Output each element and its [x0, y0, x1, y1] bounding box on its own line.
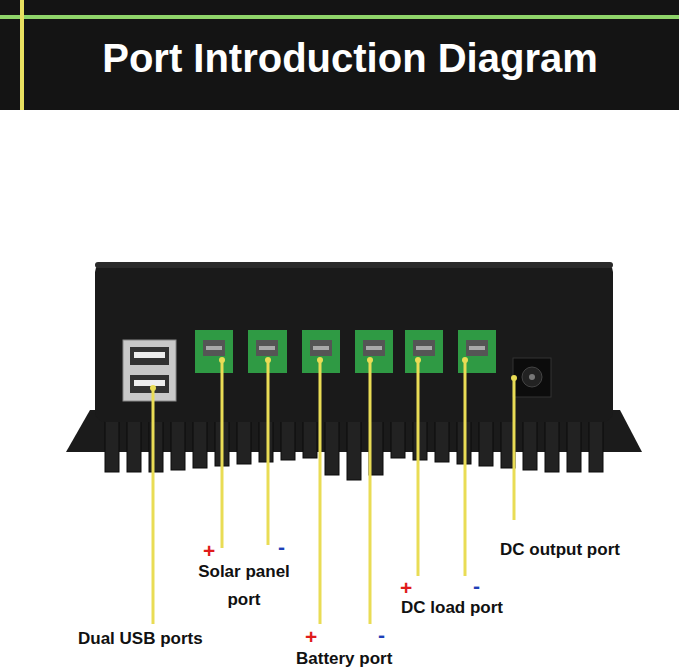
heatsink-fins	[105, 420, 603, 480]
polarity-sign: +	[400, 577, 412, 599]
port-label: DC output port	[500, 539, 620, 561]
usb-housing	[123, 340, 176, 401]
usb-slot	[130, 347, 169, 365]
banner-accent	[20, 0, 24, 110]
terminal-blocks	[195, 330, 496, 373]
polarity-sign: +	[305, 626, 317, 648]
polarity-sign: -	[278, 536, 285, 558]
polarity-sign: +	[203, 540, 215, 562]
banner-stripe	[0, 15, 679, 19]
dc-jack-pin	[529, 374, 535, 380]
usb-tongue	[134, 380, 165, 386]
usb-tongue	[134, 352, 165, 358]
polarity-sign: -	[378, 624, 385, 646]
controller-body	[95, 262, 613, 422]
leader-lines	[150, 357, 517, 624]
port-label: Solar panel port	[185, 558, 303, 614]
port-label: Dual USB ports	[78, 628, 203, 650]
port-label: Battery port	[296, 648, 392, 670]
title-banner	[0, 0, 679, 110]
body-highlight	[95, 262, 613, 268]
title-text: Port Introduction Diagram	[30, 34, 670, 82]
usb-slot	[130, 375, 169, 393]
port-label: DC load port	[401, 597, 503, 619]
dc-jack-hole	[522, 367, 542, 387]
polarity-sign: -	[473, 575, 480, 597]
dc-jack	[513, 358, 551, 397]
